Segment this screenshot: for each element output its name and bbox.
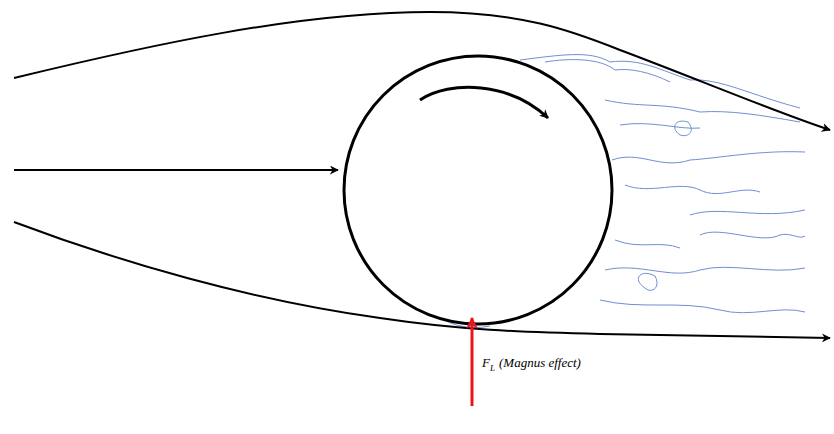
streamline xyxy=(14,12,830,338)
force-symbol: F xyxy=(482,355,490,370)
rotation-arrow xyxy=(420,87,548,118)
wake-turbulence xyxy=(440,55,805,328)
lift-force-arrow xyxy=(471,318,474,406)
force-label: FL (Magnus effect) xyxy=(482,355,581,373)
force-note: (Magnus effect) xyxy=(499,355,581,370)
force-subscript: L xyxy=(490,363,495,373)
rotating-cylinder xyxy=(344,56,612,324)
